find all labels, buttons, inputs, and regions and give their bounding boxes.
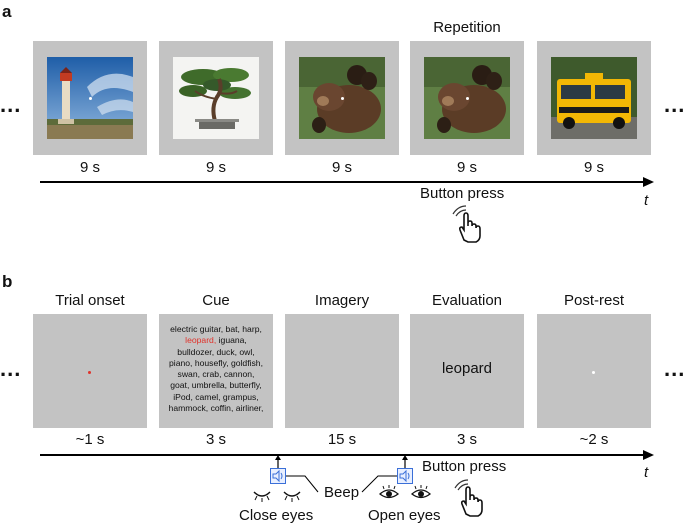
- beep-label: Beep: [324, 484, 360, 501]
- stimulus-frame-3: [285, 41, 399, 155]
- cue-line: swan, crab, cannon,: [177, 369, 255, 380]
- stimulus-frame-1: [33, 41, 147, 155]
- fixation-dot-red: [88, 371, 91, 374]
- speaker-icon: [270, 468, 286, 484]
- cue-line: piano, housefly, goldfish,: [169, 357, 263, 368]
- header-evaluation: Evaluation: [431, 292, 503, 309]
- post-rest-frame: [537, 314, 651, 428]
- header-imagery: Imagery: [314, 292, 370, 309]
- duration-a-4: 9 s: [456, 159, 477, 176]
- cue-line: hammock, coffin, airliner,: [168, 403, 264, 414]
- duration-b-1: ~1 s: [75, 431, 105, 448]
- speaker-icon: [397, 468, 413, 484]
- fixation-dot: [341, 97, 344, 100]
- closed-eyes-icon: [253, 491, 301, 502]
- cue-line: electric guitar, bat, harp,: [170, 324, 262, 334]
- open-eyes-label: Open eyes: [368, 507, 441, 524]
- duration-b-4: 3 s: [456, 431, 477, 448]
- duration-b-2: 3 s: [205, 431, 226, 448]
- lighthouse-photo: [47, 57, 133, 139]
- cue-line: iPod, camel, grampus,: [173, 391, 259, 402]
- duration-a-5: 9 s: [583, 159, 604, 176]
- evaluation-frame: leopard: [410, 314, 524, 428]
- cue-line: leopard, iguana,: [185, 335, 247, 346]
- axis-arrowhead-a: [643, 177, 654, 187]
- header-cue: Cue: [202, 292, 230, 309]
- header-trial-onset: Trial onset: [55, 292, 125, 309]
- duration-a-1: 9 s: [79, 159, 100, 176]
- cue-frame: electric guitar, bat, harp, leopard, igu…: [159, 314, 273, 428]
- panel-a-label: a: [2, 2, 12, 21]
- trial-onset-frame: [33, 314, 147, 428]
- bear-cubs-photo: [424, 57, 510, 139]
- cue-line: goat, umbrella, butterfly,: [170, 380, 262, 391]
- bonsai-tree-photo: [173, 57, 259, 139]
- fixation-dot: [89, 97, 92, 100]
- time-axis-label-b: t: [644, 464, 649, 481]
- ellipsis-right-b: ...: [664, 356, 685, 381]
- evaluation-word: leopard: [441, 360, 493, 377]
- stimulus-frame-2: [159, 41, 273, 155]
- fixation-dot: [466, 97, 469, 100]
- cue-line: bulldozer, duck, owl,: [177, 346, 255, 357]
- bear-cubs-photo: [299, 57, 385, 139]
- school-bus-photo: [551, 57, 637, 139]
- header-post-rest: Post-rest: [563, 292, 624, 309]
- duration-a-3: 9 s: [331, 159, 352, 176]
- cue-word-list: electric guitar, bat, harp, leopard, igu…: [161, 324, 271, 414]
- repetition-label: Repetition: [433, 19, 501, 36]
- duration-a-2: 9 s: [205, 159, 226, 176]
- stimulus-frame-4: [410, 41, 524, 155]
- close-eyes-label: Close eyes: [239, 507, 314, 524]
- time-axis-label-a: t: [644, 192, 649, 209]
- ellipsis-right-a: ...: [664, 92, 685, 117]
- imagery-frame: [285, 314, 399, 428]
- button-press-label-b: Button press: [422, 458, 507, 475]
- open-eyes-icon: [378, 485, 432, 499]
- panel-b-label: b: [2, 272, 13, 291]
- fixation-dot: [592, 371, 595, 374]
- duration-b-3: 15 s: [327, 431, 357, 448]
- stimulus-frame-5: [537, 41, 651, 155]
- time-axis-b: [40, 454, 644, 456]
- axis-arrowhead-b: [643, 450, 654, 460]
- cue-highlight-word: leopard,: [185, 335, 217, 346]
- button-press-label-a: Button press: [420, 185, 505, 202]
- time-axis-a: [40, 181, 644, 183]
- hand-press-icon: [454, 479, 483, 517]
- ellipsis-left-b: ...: [0, 356, 22, 381]
- ellipsis-left-a: ...: [0, 92, 22, 117]
- duration-b-5: ~2 s: [579, 431, 609, 448]
- hand-press-icon: [452, 205, 481, 243]
